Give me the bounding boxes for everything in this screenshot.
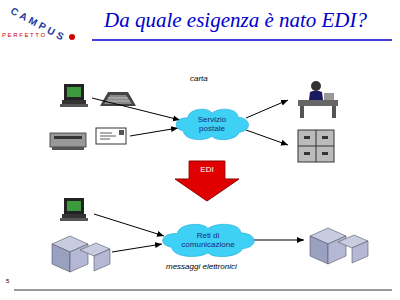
computer-icon (60, 84, 88, 107)
annotation: messaggi elettronici (166, 262, 237, 271)
envelope-icon (96, 128, 126, 144)
page-number: 5 (6, 278, 9, 284)
computer-icon (60, 198, 88, 221)
printer-icon (50, 133, 86, 150)
title-rule (92, 39, 392, 41)
node-text: Reti di comunicazione (171, 231, 245, 249)
typewriter-icon (100, 92, 136, 106)
cloud-node: Servizio postale (174, 107, 250, 141)
building-icon (52, 236, 110, 272)
logo-dot (69, 34, 75, 40)
node-text: Servizio postale (185, 115, 239, 133)
bottom-rule (14, 290, 392, 291)
slide-title: Da quale esigenza è nato EDI? (104, 8, 367, 33)
annotation: carta (190, 74, 208, 83)
block-arrow: EDI (175, 161, 239, 201)
filing-cabinet-icon (298, 130, 334, 162)
building-icon (310, 228, 368, 264)
cloud-node: Reti di comunicazione (160, 222, 256, 258)
office-worker-icon (298, 81, 338, 118)
node-text: EDI (200, 165, 213, 174)
logo-subtext: PERFETTO (2, 32, 47, 38)
